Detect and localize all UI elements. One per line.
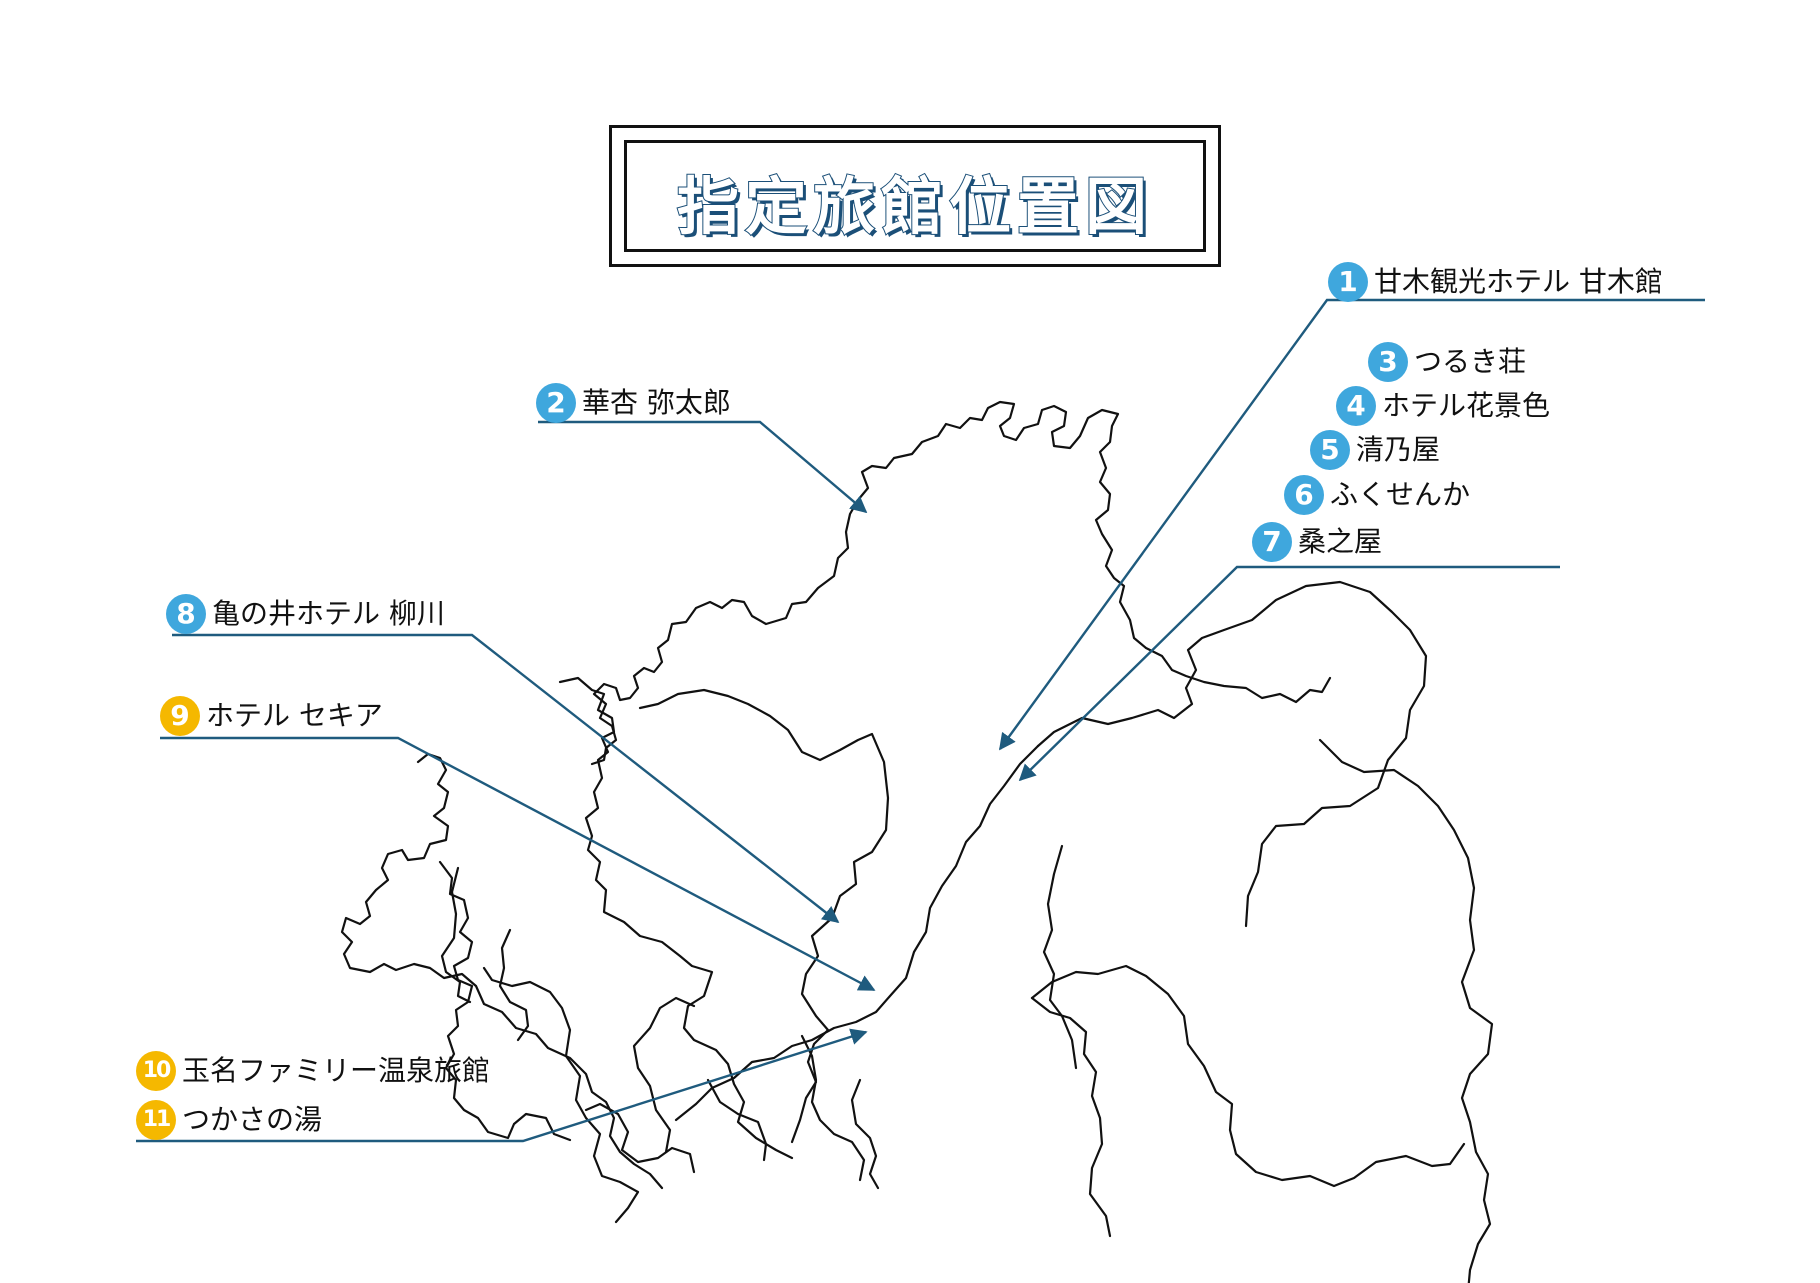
inn-label-11: 11 つかさの湯 <box>136 1100 322 1140</box>
page-title: 指定旅館位置図 <box>676 169 1153 244</box>
map-boundary-oita-east <box>1318 738 1494 1283</box>
map-boundary-north <box>856 400 1332 704</box>
leader-line-8 <box>172 633 840 924</box>
map-coast-kumamoto <box>800 1034 866 1182</box>
inn-number-badge: 3 <box>1368 342 1408 382</box>
inn-label-6: 6 ふくせんか <box>1284 475 1470 515</box>
inn-label-9: 9 ホテル セキア <box>160 696 383 736</box>
leader-line-7 <box>1018 565 1560 782</box>
inn-name: 亀の井ホテル 柳川 <box>212 597 445 630</box>
inn-name: ホテル花景色 <box>1382 389 1551 422</box>
map-boundary-kumamoto <box>1030 996 1112 1238</box>
map-coast-bottom <box>850 1078 880 1190</box>
map-coast-northwest <box>590 498 860 766</box>
map-coast-shimabara <box>482 966 640 1224</box>
inn-name: つかさの湯 <box>182 1103 323 1136</box>
leader-line-2 <box>538 420 868 514</box>
inn-name: ふくせんか <box>1330 478 1471 511</box>
map-coast-ariake <box>632 996 696 1154</box>
leader-line-9 <box>160 736 876 992</box>
map-coast-pen-3 <box>498 928 530 1042</box>
map-coast-pen-2 <box>440 866 472 1004</box>
inn-number-badge: 9 <box>160 696 200 736</box>
inn-number-badge: 7 <box>1252 522 1292 562</box>
inn-name: つるき荘 <box>1414 345 1527 378</box>
leader-line-1 <box>999 298 1705 751</box>
map-boundary-central <box>1042 844 1078 1070</box>
inn-number-badge: 11 <box>136 1100 176 1140</box>
inn-number-badge: 10 <box>136 1051 176 1091</box>
inn-label-8: 8 亀の井ホテル 柳川 <box>166 594 445 634</box>
leader-line-10-11 <box>136 1028 868 1143</box>
map-boundary-inner <box>674 744 1040 1122</box>
map-coast-amakusa <box>584 1102 696 1174</box>
map-boundary-saga <box>558 676 794 1160</box>
inn-name: 玉名ファミリー温泉旅館 <box>182 1054 491 1087</box>
inn-label-4: 4 ホテル花景色 <box>1336 386 1550 426</box>
inn-number-badge: 5 <box>1310 430 1350 470</box>
inn-label-3: 3 つるき荘 <box>1368 342 1526 382</box>
map-coast-amakusa-2 <box>706 1078 768 1162</box>
inn-name: 甘木観光ホテル 甘木館 <box>1374 265 1663 298</box>
inn-name: 桑之屋 <box>1298 525 1383 558</box>
inn-name: ホテル セキア <box>206 699 383 732</box>
title-box-inner <box>624 140 1206 252</box>
inn-number-badge: 6 <box>1284 475 1324 515</box>
inn-number-badge: 4 <box>1336 386 1376 426</box>
inn-number-badge: 1 <box>1328 262 1368 302</box>
inn-label-5: 5 清乃屋 <box>1310 430 1440 470</box>
map-coast-nagasaki-2 <box>438 860 572 1142</box>
inn-label-2: 2 華杏 弥太郎 <box>536 383 731 423</box>
map-boundary-fukuoka-saga <box>638 688 890 1144</box>
map-coast-nagasaki <box>340 752 664 1190</box>
map-boundary-oita <box>1036 580 1428 928</box>
inn-label-7: 7 桑之屋 <box>1252 522 1382 562</box>
inn-number-badge: 2 <box>536 383 576 423</box>
map-boundary-kumamoto-2 <box>1030 964 1466 1188</box>
inn-name: 華杏 弥太郎 <box>582 386 731 419</box>
title-box: 指定旅館位置図 <box>609 125 1221 267</box>
inn-name: 清乃屋 <box>1356 433 1441 466</box>
inn-number-badge: 8 <box>166 594 206 634</box>
inn-label-10: 10 玉名ファミリー温泉旅館 <box>136 1051 490 1091</box>
inn-label-1: 1 甘木観光ホテル 甘木館 <box>1328 262 1663 302</box>
